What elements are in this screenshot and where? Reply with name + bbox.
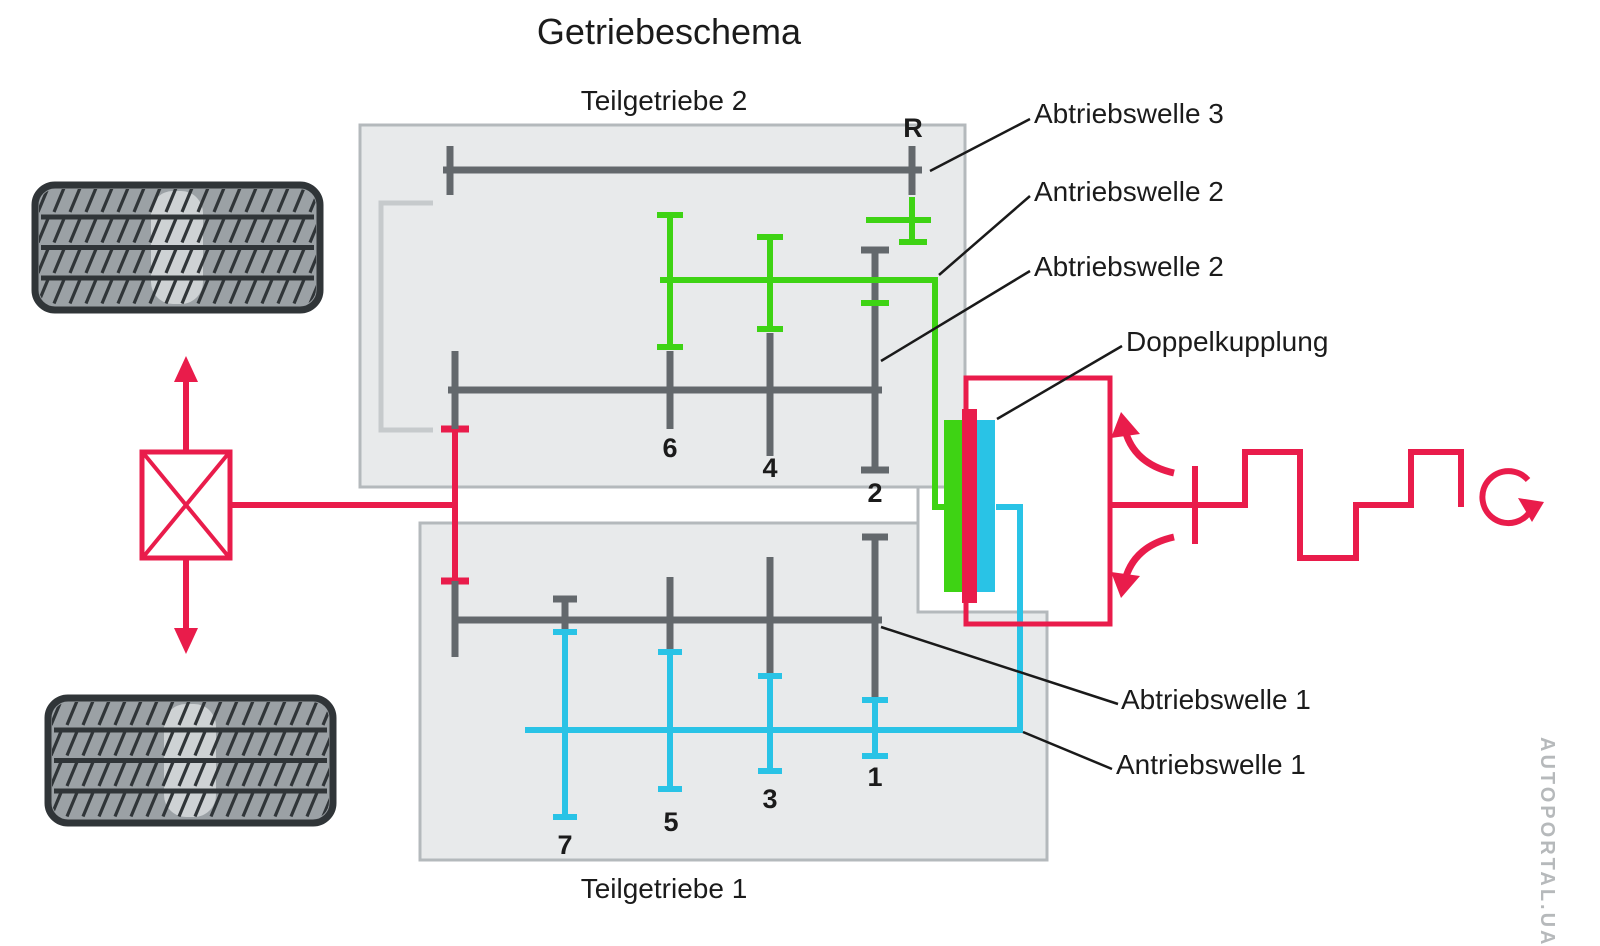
axle-up-arrowhead-icon bbox=[174, 356, 198, 382]
section-label-teilgetriebe-2: Teilgetriebe 2 bbox=[581, 85, 748, 116]
differential bbox=[139, 356, 452, 654]
engine-crankshaft bbox=[1110, 449, 1464, 561]
output-shaft-2 bbox=[448, 246, 889, 474]
gear-label-reverse: R bbox=[903, 113, 923, 143]
label-pointer-lines bbox=[880, 117, 1123, 771]
input-shaft-1 bbox=[525, 504, 1023, 820]
flow-arrow-down-head-icon bbox=[1111, 572, 1140, 598]
pointer-abtriebswelle1 bbox=[880, 625, 1119, 706]
rotation-arrows bbox=[1111, 412, 1544, 598]
pointer-abtriebswelle3 bbox=[929, 117, 1031, 173]
clutch-disc-red bbox=[962, 409, 977, 603]
gear-label-5: 5 bbox=[663, 807, 678, 837]
double-clutch bbox=[944, 375, 1113, 627]
label-antriebswelle-2: Antriebswelle 2 bbox=[1034, 176, 1224, 207]
engine-rotation-arc bbox=[1479, 468, 1535, 527]
page-title: Getriebeschema bbox=[537, 11, 802, 52]
clutch-disc-cyan bbox=[977, 420, 995, 592]
crankshaft-path bbox=[1110, 449, 1464, 561]
section-label-teilgetriebe-1: Teilgetriebe 1 bbox=[581, 873, 748, 904]
pointer-abtriebswelle2 bbox=[880, 269, 1031, 363]
clutch-disc-green bbox=[944, 420, 962, 592]
output-shaft-3 bbox=[443, 146, 922, 195]
engine-rotation-arrowhead-icon bbox=[1518, 498, 1544, 522]
gear-label-1: 1 bbox=[867, 762, 882, 792]
flow-arrow-up-head-icon bbox=[1111, 412, 1140, 438]
axle-down-arrowhead-icon bbox=[174, 628, 198, 654]
pointer-doppelkupplung bbox=[996, 344, 1123, 421]
flow-arrow-down bbox=[1121, 533, 1175, 582]
label-doppelkupplung: Doppelkupplung bbox=[1126, 326, 1328, 357]
pointer-antriebswelle1 bbox=[1022, 730, 1113, 771]
tire-bottom bbox=[48, 698, 333, 823]
gear-label-4: 4 bbox=[762, 453, 777, 483]
gear-label-2: 2 bbox=[867, 478, 882, 508]
label-abtriebswelle-2: Abtriebswelle 2 bbox=[1034, 251, 1224, 282]
gear-label-6: 6 bbox=[662, 433, 677, 463]
gear-label-7: 7 bbox=[557, 830, 572, 860]
label-abtriebswelle-3: Abtriebswelle 3 bbox=[1034, 98, 1224, 129]
label-antriebswelle-1: Antriebswelle 1 bbox=[1116, 749, 1306, 780]
label-abtriebswelle-1: Abtriebswelle 1 bbox=[1121, 684, 1311, 715]
watermark-text: AUTOPORTAL.UA bbox=[1536, 737, 1558, 946]
gear-label-3: 3 bbox=[762, 784, 777, 814]
tire-top bbox=[35, 185, 320, 310]
flow-arrow-up bbox=[1121, 428, 1175, 477]
input-shaft-2 bbox=[657, 197, 944, 510]
green-shaft-path bbox=[660, 277, 944, 510]
bearing-bracket bbox=[378, 200, 433, 433]
pointer-antriebswelle2 bbox=[938, 195, 1031, 276]
housing-teilgetriebe-1 bbox=[418, 487, 1049, 862]
output-shaft-1 bbox=[451, 533, 888, 700]
